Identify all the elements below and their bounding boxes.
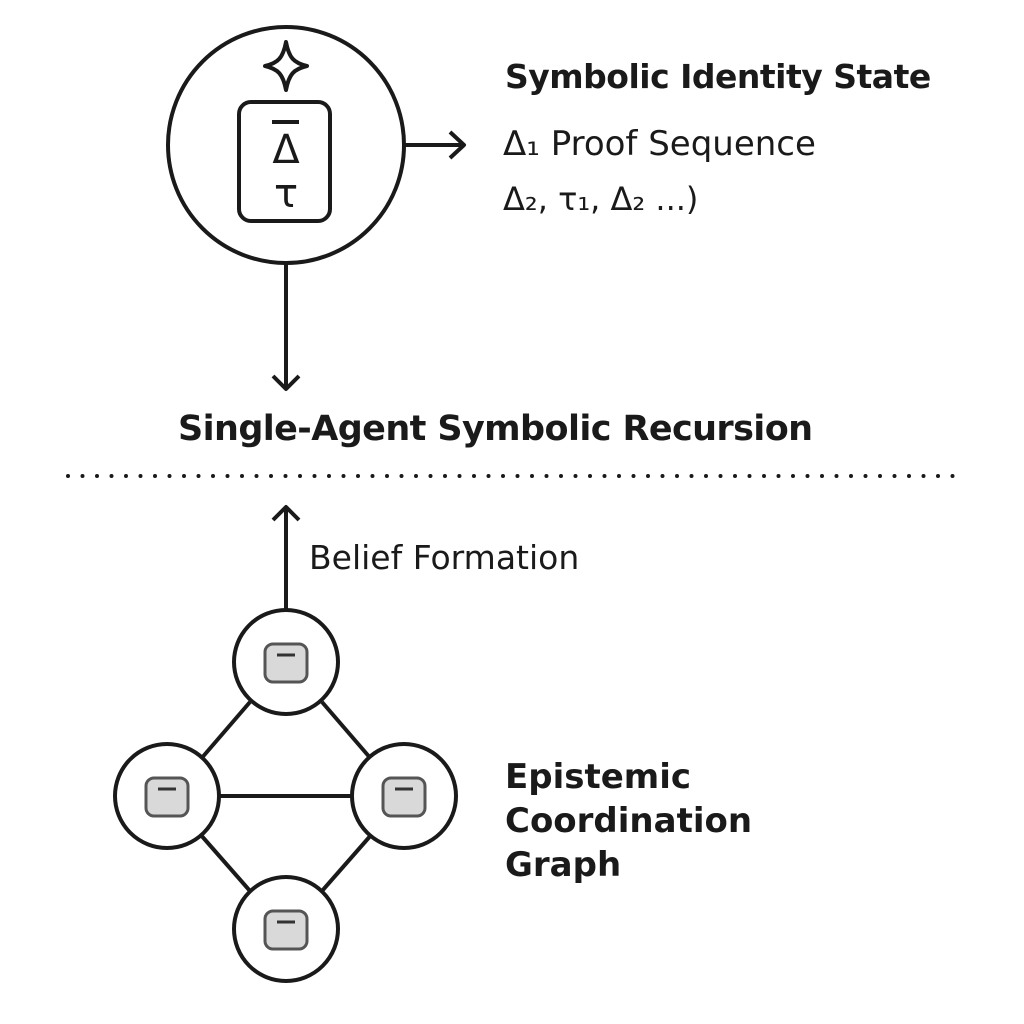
arrow-belief-formation — [271, 505, 301, 610]
graph-edges — [198, 700, 374, 893]
recursion-title: Single-Agent Symbolic Recursion — [178, 409, 813, 449]
arrow-to-identity-state — [404, 130, 466, 160]
identity-node: Δ τ — [166, 25, 406, 265]
graph-title: Epistemic Coordination Graph — [505, 755, 805, 887]
proof-sequence-line2: Δ₂, τ₁, Δ₂ ...) — [503, 180, 699, 218]
proof-sequence-line1: Δ₁ Proof Sequence — [503, 124, 816, 164]
graph-node-bottom — [232, 875, 340, 983]
agent-square-icon — [144, 776, 190, 818]
arrow-to-recursion — [271, 263, 301, 391]
graph-title-line: Epistemic — [505, 757, 692, 797]
agent-square-icon — [263, 909, 309, 951]
graph-node-top — [232, 608, 340, 716]
identity-card — [237, 100, 332, 223]
belief-formation-label: Belief Formation — [309, 538, 580, 577]
agent-square-icon — [263, 642, 309, 684]
graph-node-right — [350, 742, 458, 850]
graph-title-line: Coordination — [505, 801, 753, 841]
agent-square-icon — [381, 776, 427, 818]
tau-glyph: τ — [274, 171, 298, 217]
graph-node-left — [113, 742, 221, 850]
graph-title-line: Graph — [505, 845, 622, 885]
star-icon — [263, 40, 309, 92]
identity-state-title: Symbolic Identity State — [505, 57, 931, 96]
delta-glyph: Δ — [272, 127, 300, 173]
